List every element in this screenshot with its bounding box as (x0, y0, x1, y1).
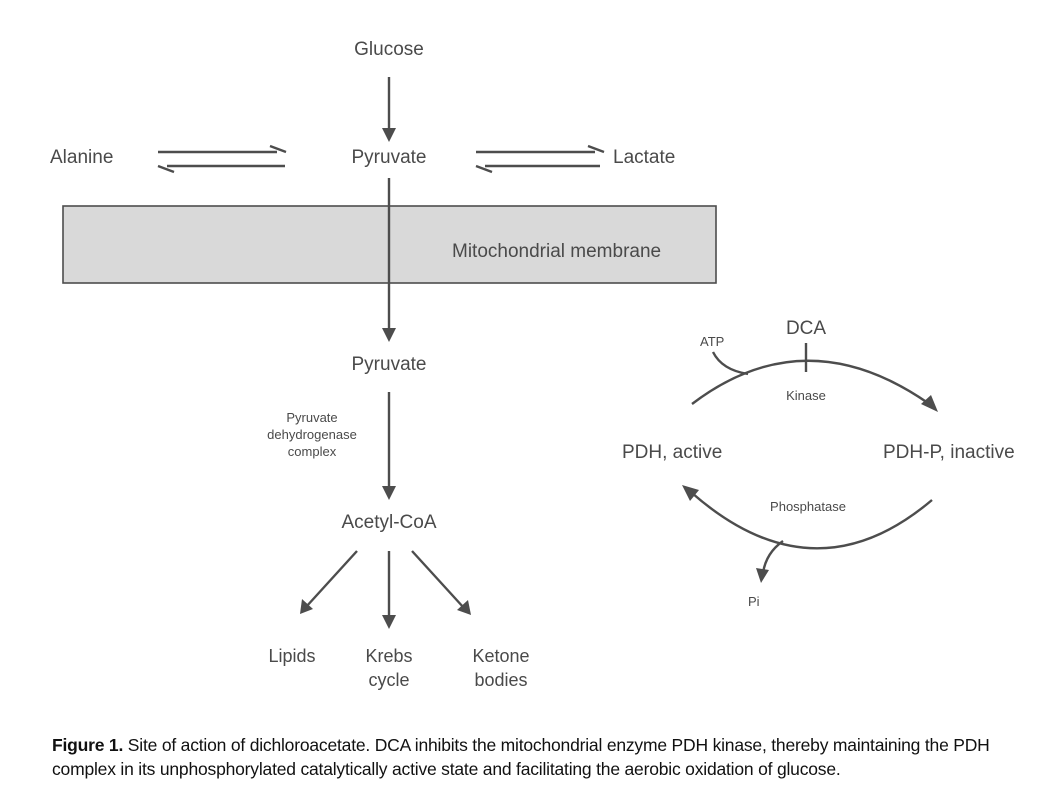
pyruvate-cytosol-label: Pyruvate (352, 147, 427, 168)
krebs-label-line2: cycle (368, 670, 409, 690)
pdh-inactive-label: PDH-P, inactive (883, 442, 1015, 463)
pdh-active-label: PDH, active (622, 442, 722, 463)
kinase-arc-arrow (691, 359, 938, 412)
acetyl-coa-to-lipids-arrow (300, 550, 358, 614)
phosphatase-label: Phosphatase (770, 499, 846, 514)
pyruvate-to-acetyl-coa-arrow (382, 392, 396, 500)
ketone-label-line2: bodies (474, 670, 527, 690)
lactate-label: Lactate (613, 147, 675, 168)
lipids-label: Lipids (268, 646, 315, 666)
ketone-label-line1: Ketone (472, 646, 529, 666)
pyruvate-transport-arrow (382, 178, 396, 342)
figure-caption-label: Figure 1. (52, 735, 124, 755)
enzyme-label-line1: Pyruvate (286, 410, 337, 425)
pyruvate-mitochondrial-label: Pyruvate (352, 354, 427, 375)
dca-label: DCA (786, 318, 826, 339)
alanine-label: Alanine (50, 147, 113, 168)
phosphatase-arc-arrow (682, 485, 933, 550)
atp-label: ATP (700, 334, 724, 349)
krebs-label-line1: Krebs (365, 646, 412, 666)
acetyl-coa-label: Acetyl-CoA (341, 512, 436, 533)
kinase-label: Kinase (786, 388, 826, 403)
enzyme-label-line3: complex (288, 444, 337, 459)
glucose-label: Glucose (354, 39, 424, 60)
pyruvate-lactate-equilibrium-arrow (475, 144, 605, 174)
figure-caption: Figure 1. Site of action of dichloroacet… (52, 733, 1042, 781)
acetyl-coa-to-ketone-arrow (411, 550, 471, 615)
figure-caption-text: Site of action of dichloroacetate. DCA i… (52, 735, 990, 779)
atp-input-arrow (711, 351, 749, 376)
membrane-label: Mitochondrial membrane (452, 241, 661, 262)
pi-label: Pi (748, 594, 760, 609)
alanine-pyruvate-equilibrium-arrow (157, 144, 287, 174)
enzyme-label-line2: dehydrogenase (267, 427, 357, 442)
pi-release-arrow (756, 540, 784, 583)
acetyl-coa-to-krebs-arrow (382, 551, 396, 629)
glucose-to-pyruvate-arrow (382, 77, 396, 142)
